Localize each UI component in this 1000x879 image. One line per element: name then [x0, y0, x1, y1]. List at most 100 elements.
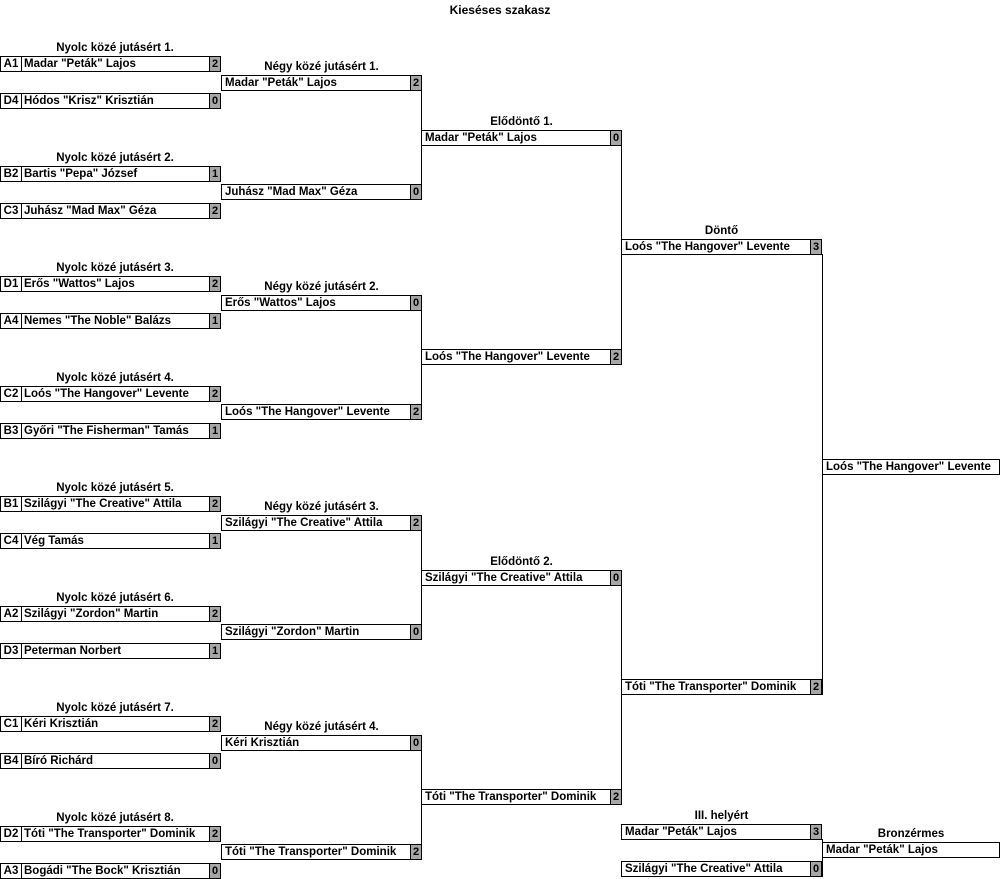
score-box: 2	[209, 57, 220, 71]
match-title-sf: Elődöntő 1.	[490, 116, 553, 128]
player-name: Bíró Richárd	[24, 755, 94, 767]
score-box: 3	[810, 825, 821, 839]
match-title-qf: Négy közé jutásért 1.	[264, 61, 379, 73]
score-box: 0	[410, 185, 421, 199]
seed-label: B3	[1, 424, 22, 438]
sf-slot[interactable]: Tóti "The Transporter" Dominik 2	[421, 789, 622, 805]
seed-label: C4	[1, 534, 22, 548]
player-name: Loós "The Hangover" Levente	[625, 241, 790, 253]
player-name: Vég Tamás	[24, 535, 84, 547]
connector-line	[421, 310, 422, 420]
player-name: Madar "Peták" Lajos	[24, 58, 136, 70]
score-box: 2	[610, 790, 621, 804]
score-box: 2	[209, 497, 220, 511]
player-name: Loós "The Hangover" Levente	[425, 351, 590, 363]
score-box: 0	[410, 736, 421, 750]
match-title-bronze: Bronzérmes	[877, 828, 945, 840]
qf-slot[interactable]: Tóti "The Transporter" Dominik 2	[221, 844, 422, 860]
score-box: 2	[209, 717, 220, 731]
seed-label: D1	[1, 277, 22, 291]
player-name: Szilágyi "The Creative" Attila	[24, 498, 182, 510]
score-box: 0	[410, 625, 421, 639]
page-title: Kieséses szakasz	[449, 3, 551, 17]
seed-label: B2	[1, 167, 22, 181]
seed-label: C1	[1, 717, 22, 731]
score-box: 1	[209, 534, 220, 548]
score-box: 0	[209, 754, 220, 768]
player-name: Tóti "The Transporter" Dominik	[425, 791, 597, 803]
score-box: 0	[610, 571, 621, 585]
score-box: 2	[209, 387, 220, 401]
match-title-qf: Négy közé jutásért 3.	[264, 501, 379, 513]
player-name: Madar "Peták" Lajos	[425, 132, 537, 144]
connector-line	[421, 750, 422, 860]
player-name: Erős "Wattos" Lajos	[24, 278, 135, 290]
player-name: Madar "Peták" Lajos	[225, 77, 337, 89]
player-name: Bartis "Pepa" József	[24, 168, 138, 180]
match-title-third: III. helyért	[694, 810, 749, 822]
score-box: 0	[410, 296, 421, 310]
score-box: 2	[209, 204, 220, 218]
qf-slot[interactable]: Kéri Krisztián 0	[221, 735, 422, 751]
player-name: Bogádi "The Bock" Krisztián	[24, 865, 181, 877]
player-name: Tóti "The Transporter" Dominik	[225, 846, 397, 858]
player-name: Tóti "The Transporter" Dominik	[625, 681, 797, 693]
score-box: 2	[410, 405, 421, 419]
score-box: 2	[610, 350, 621, 364]
seed-label: C3	[1, 204, 22, 218]
seed-label: D3	[1, 644, 22, 658]
player-name: Kéri Krisztián	[24, 718, 99, 730]
connector-line	[822, 839, 823, 877]
qf-slot[interactable]: Erős "Wattos" Lajos 0	[221, 295, 422, 311]
player-name: Kéri Krisztián	[225, 737, 300, 749]
champion-slot[interactable]: Loós "The Hangover" Levente	[822, 459, 1000, 475]
match-title-r16: Nyolc közé jutásért 1.	[56, 42, 174, 54]
player-name: Szilágyi "Zordon" Martin	[24, 608, 159, 620]
seed-label: D4	[1, 94, 22, 108]
connector-line	[621, 585, 622, 805]
score-box: 2	[410, 845, 421, 859]
score-box: 0	[810, 862, 821, 876]
player-name: Szilágyi "The Creative" Attila	[225, 517, 383, 529]
seed-label: D2	[1, 827, 22, 841]
score-box: 2	[209, 277, 220, 291]
match-title-r16: Nyolc közé jutásért 7.	[56, 702, 174, 714]
score-box: 2	[209, 827, 220, 841]
sf-slot[interactable]: Loós "The Hangover" Levente 2	[421, 349, 622, 365]
score-box: 2	[209, 607, 220, 621]
bronze-slot[interactable]: Madar "Peták" Lajos	[822, 842, 1000, 858]
player-name: Nemes "The Noble" Balázs	[24, 315, 172, 327]
player-name: Erős "Wattos" Lajos	[225, 297, 336, 309]
score-box: 0	[209, 864, 220, 878]
player-name: Madar "Peták" Lajos	[826, 844, 938, 856]
seed-label: A1	[1, 57, 22, 71]
score-box: 1	[209, 644, 220, 658]
